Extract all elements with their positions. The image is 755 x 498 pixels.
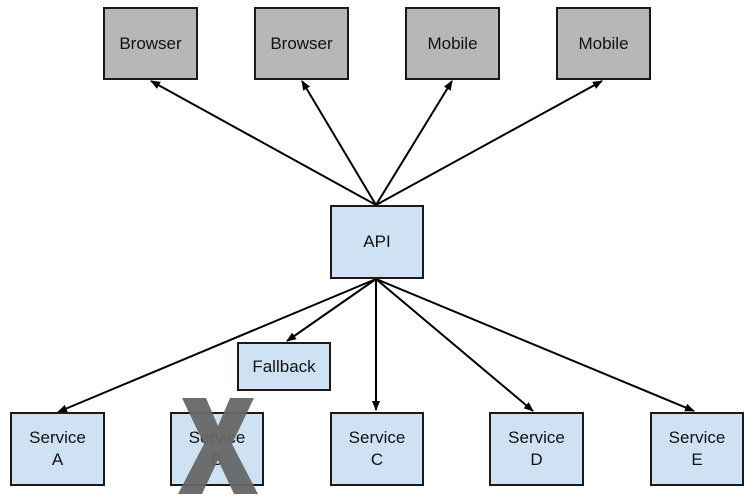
service-d-line2: D	[530, 450, 543, 469]
service-c-line2: C	[370, 450, 384, 469]
service-e-line2: E	[691, 450, 703, 469]
service-d-node: Service D	[489, 412, 584, 486]
service-a-line1: Service	[29, 428, 86, 447]
edge-api-service-a	[57, 278, 377, 413]
edge-api-mobile-2	[375, 80, 603, 206]
service-c-node: Service C	[330, 412, 424, 486]
edge-api-browser-2	[301, 80, 377, 206]
client-mobile-1-label: Mobile	[427, 33, 478, 53]
edge-api-fallback	[286, 278, 377, 342]
service-b-node: Service B	[170, 412, 264, 486]
client-browser-2-label: Browser	[270, 33, 333, 53]
edges	[57, 80, 695, 413]
api-node: API	[330, 205, 424, 279]
fallback-label: Fallback	[252, 356, 316, 376]
service-e-line1: Service	[668, 428, 726, 447]
service-a-line2: A	[51, 450, 64, 469]
edge-api-service-e	[375, 278, 695, 412]
client-browser-1: Browser	[103, 7, 198, 80]
service-e-node: Service E	[650, 412, 744, 486]
client-mobile-1: Mobile	[405, 7, 500, 80]
client-mobile-2-label: Mobile	[578, 33, 629, 53]
edge-api-mobile-1	[375, 80, 453, 206]
service-c-line1: Service	[348, 428, 406, 447]
api-label: API	[363, 232, 391, 251]
service-a-node: Service A	[10, 412, 105, 486]
edge-api-browser-1	[150, 80, 377, 206]
edge-api-service-d	[375, 278, 534, 412]
client-mobile-2: Mobile	[556, 7, 651, 80]
service-d-line1: Service	[508, 428, 565, 447]
client-browser-2: Browser	[254, 7, 349, 80]
service-b-line1: Service	[188, 428, 246, 447]
service-b-line2: B	[211, 450, 223, 469]
client-browser-1-label: Browser	[119, 33, 182, 53]
fallback-node: Fallback	[237, 342, 331, 391]
